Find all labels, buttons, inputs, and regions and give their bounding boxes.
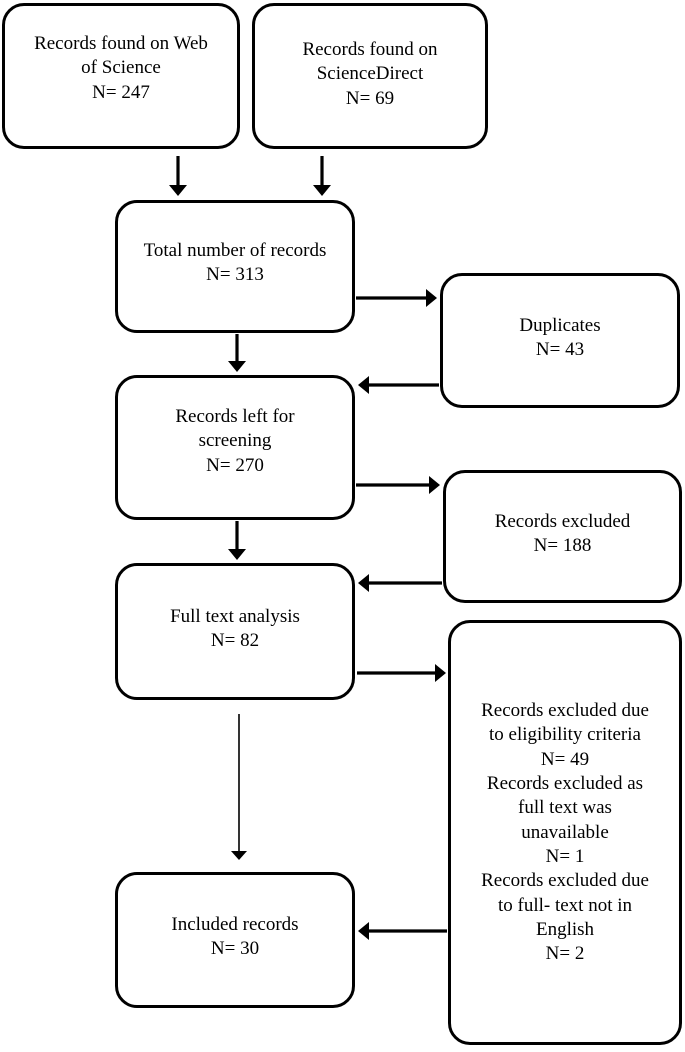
node-text: Records excluded due to eligibility crit… bbox=[481, 700, 649, 965]
node-duplicates: Duplicates N= 43 bbox=[440, 273, 680, 408]
node-text: Full text analysis N= 82 bbox=[170, 606, 300, 652]
arrow-excluded-detail-to-included bbox=[358, 922, 447, 940]
arrow-records-left-to-excluded bbox=[356, 476, 440, 494]
arrow-excluded-to-full-text bbox=[358, 574, 442, 592]
arrow-sciencedirect-to-total bbox=[313, 156, 331, 196]
node-records-excluded-detail: Records excluded due to eligibility crit… bbox=[448, 620, 682, 1045]
node-text: Records found on Web of Science N= 247 bbox=[34, 33, 208, 103]
node-text: Records found on ScienceDirect N= 69 bbox=[302, 39, 438, 109]
node-records-excluded: Records excluded N= 188 bbox=[443, 470, 682, 603]
arrow-full-text-to-excluded-detail bbox=[357, 664, 446, 682]
arrow-duplicates-to-records-left bbox=[358, 376, 439, 394]
arrow-full-text-to-included bbox=[231, 714, 247, 860]
node-text: Records left for screening N= 270 bbox=[175, 406, 295, 476]
node-text: Included records N= 30 bbox=[171, 914, 299, 960]
node-records-found-web-of-science: Records found on Web of Science N= 247 bbox=[2, 3, 240, 149]
node-text: Records excluded N= 188 bbox=[494, 511, 631, 557]
node-records-left-for-screening: Records left for screening N= 270 bbox=[115, 375, 355, 520]
node-full-text-analysis: Full text analysis N= 82 bbox=[115, 563, 355, 700]
node-total-number-of-records: Total number of records N= 313 bbox=[115, 200, 355, 333]
arrow-total-to-records-left bbox=[228, 334, 246, 372]
node-records-found-sciencedirect: Records found on ScienceDirect N= 69 bbox=[252, 3, 488, 149]
node-text: Total number of records N= 313 bbox=[143, 240, 327, 286]
arrow-total-to-duplicates bbox=[356, 289, 437, 307]
node-included-records: Included records N= 30 bbox=[115, 872, 355, 1008]
node-text: Duplicates N= 43 bbox=[519, 315, 601, 361]
arrow-web-of-science-to-total bbox=[169, 156, 187, 196]
arrow-records-left-to-full-text bbox=[228, 521, 246, 560]
